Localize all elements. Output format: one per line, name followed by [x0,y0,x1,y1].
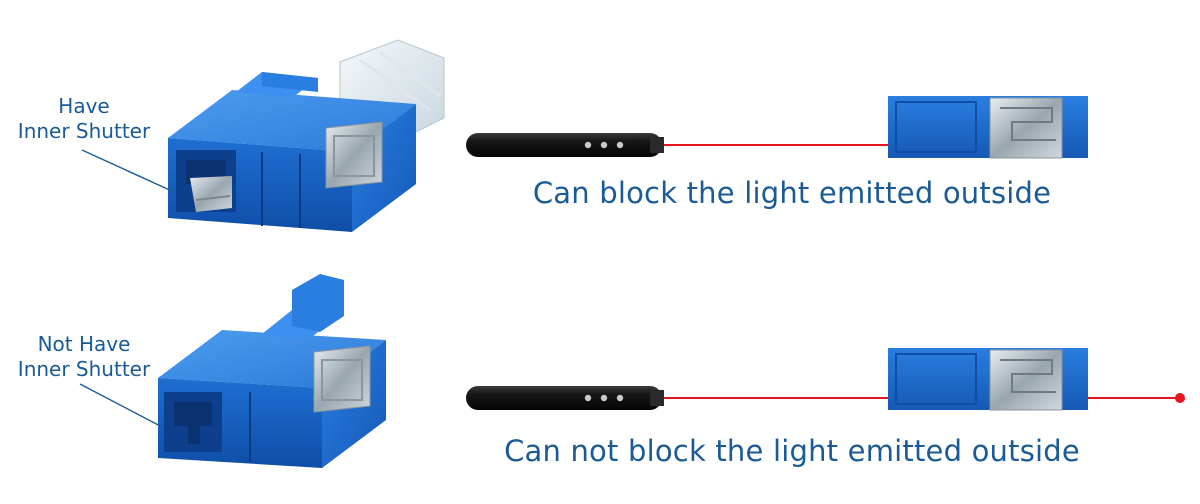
callout-have-shutter: Have Inner Shutter [18,94,150,144]
adapter-with-shutter-image [81,39,445,232]
adapter-side-view-1 [888,96,1088,159]
callout-line: Not Have [37,332,131,356]
caption-can-not-block: Can not block the light emitted outside [504,434,1080,468]
callout-line: Inner Shutter [17,357,151,381]
laser-pen-1 [466,133,664,157]
callout-line: Have [58,94,110,118]
callout-leader [79,383,165,429]
adapter-without-shutter-image [79,274,386,468]
callout-leader [81,149,175,193]
caption-can-block: Can block the light emitted outside [532,176,1052,210]
light-spot [1175,393,1185,403]
callout-line: Inner Shutter [17,119,151,143]
laser-pen-2 [466,386,664,410]
adapter-side-view-2 [888,348,1088,411]
callout-not-have-shutter: Not Have Inner Shutter [18,332,150,382]
